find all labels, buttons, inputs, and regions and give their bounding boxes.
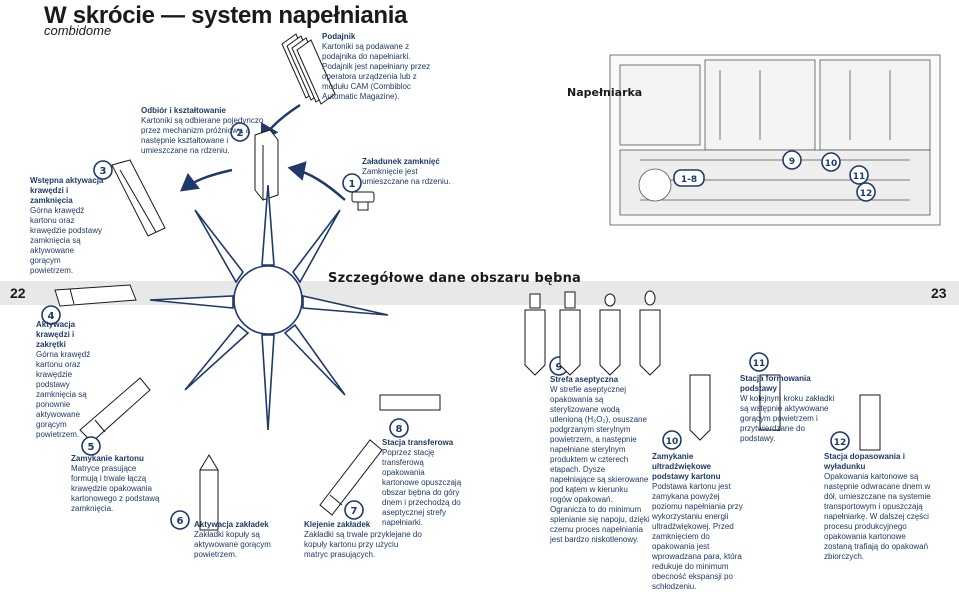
marker-9 (782, 150, 802, 170)
page-number-left: 22 (10, 285, 26, 301)
label-step-12: Stacja dopasowania i wyładunku Opakowani… (824, 452, 934, 562)
num-2: 2 (237, 128, 244, 139)
num-circle-5 (81, 436, 101, 456)
label-step-8-title: Stacja transferowa (382, 438, 454, 447)
arrow-1-to-drum (287, 161, 346, 201)
marker-9-label: 9 (789, 157, 795, 167)
label-step-12-body: Opakowania kartonowe są następnie odwrac… (824, 472, 931, 561)
label-step-4-title: Aktywacja krawędzi i zakrętki (36, 320, 76, 349)
label-step-6-body: Zakładki kopuły są aktywowane gorącym po… (194, 530, 271, 559)
label-step-3-title: Wstępna aktywacja krawędzi i zamknięcia (30, 176, 104, 205)
num-1: 1 (349, 179, 356, 190)
label-step-8-body: Poprzez stację transferową opakowania ka… (382, 448, 462, 527)
num-circle-1 (342, 173, 362, 193)
label-step-9-body: W strefie aseptycznej opakowania są ster… (550, 385, 650, 544)
label-step-9-title: Strefa aseptyczna (550, 375, 619, 384)
label-step-6: Aktywacja zakładek Zakładki kopuły są ak… (194, 520, 274, 560)
label-step-2: Odbiór i kształtowanie Kartoniki są odbi… (141, 106, 271, 156)
label-podajnik-body: Kartoniki są podawane z podajnika do nap… (322, 42, 431, 101)
label-step-10-body: Podstawa kartonu jest zamykana powyżej p… (652, 482, 743, 591)
marker-12 (856, 182, 876, 202)
label-step-1: Załadunek zamknięć Zamknięcie jest umies… (362, 157, 454, 187)
num-10: 10 (666, 437, 679, 447)
label-step-11-title: Stacja formowania podstawy (740, 374, 811, 393)
num-11: 11 (753, 359, 766, 369)
label-step-5: Zamykanie kartonu Matryce prasujące form… (71, 454, 163, 514)
marker-12-label: 12 (860, 189, 873, 199)
carton-step-7 (319, 439, 383, 516)
label-step-2-body: Kartoniki są odbierane pojedynczo przez … (141, 116, 264, 155)
marker-1-8 (673, 169, 705, 187)
num-circle-12 (830, 431, 850, 451)
num-circle-11 (749, 352, 769, 372)
carton-magazine (281, 33, 336, 105)
filling-system-diagram: 2 3 1 4 5 6 7 8 9 10 11 12 1-8 9 (41, 33, 941, 531)
num-circle-8 (389, 418, 409, 438)
cap-step-1 (351, 191, 375, 211)
aseptic-cartons (524, 309, 881, 451)
carton-step-6 (199, 454, 219, 531)
label-step-12-title: Stacja dopasowania i wyładunku (824, 452, 905, 471)
marker-11-label: 11 (853, 172, 866, 182)
num-6: 6 (177, 516, 184, 527)
page-subtitle: combidome (44, 23, 112, 38)
num-circle-6 (170, 510, 190, 530)
page-title: W skrócie — system napełniania (44, 2, 408, 29)
label-step-9: Strefa aseptyczna W strefie aseptycznej … (550, 375, 650, 545)
label-step-7-body: Zakładki są trwale przyklejane do kopuły… (304, 530, 422, 559)
machine-label: Napełniarka (567, 86, 643, 99)
carton-step-4 (54, 284, 137, 307)
num-circle-2 (230, 122, 250, 142)
carton-step-2 (254, 129, 279, 201)
num-7: 7 (351, 506, 358, 517)
num-12: 12 (834, 438, 847, 448)
label-step-10-title: Zamykanie ultradźwiękowe podstawy karton… (652, 452, 721, 481)
num-circle-7 (344, 500, 364, 520)
label-step-7-title: Klejenie zakładek (304, 520, 371, 529)
drum-star (149, 184, 389, 431)
num-8: 8 (396, 424, 403, 435)
label-step-4: Aktywacja krawędzi i zakrętki Górna kraw… (36, 320, 104, 440)
marker-11 (849, 165, 869, 185)
num-circle-4 (41, 305, 61, 325)
label-step-5-title: Zamykanie kartonu (71, 454, 144, 463)
label-step-11: Stacja formowania podstawy W kolejnym kr… (740, 374, 838, 444)
arrow-2-to-3 (180, 168, 233, 192)
carton-step-3 (111, 159, 166, 237)
carton-step-8 (379, 394, 441, 411)
num-9: 9 (556, 362, 563, 373)
marker-1-8-label: 1-8 (681, 175, 697, 185)
num-3: 3 (100, 166, 107, 177)
num-circle-3 (93, 160, 113, 180)
filling-machine (609, 54, 941, 226)
section-title: Szczegółowe dane obszaru bębna (328, 271, 581, 286)
label-step-8: Stacja transferowa Poprzez stację transf… (382, 438, 462, 528)
label-step-1-body: Zamknięcie jest umieszczane na rdzeniu. (362, 167, 451, 186)
num-circle-10 (662, 430, 682, 450)
label-step-10: Zamykanie ultradźwiękowe podstawy karton… (652, 452, 748, 592)
label-podajnik-title: Podajnik (322, 32, 356, 41)
num-5: 5 (88, 442, 95, 453)
label-step-1-title: Załadunek zamknięć (362, 157, 440, 166)
marker-10 (821, 152, 841, 172)
label-step-5-body: Matryce prasujące formują i trwale łączą… (71, 464, 160, 513)
label-step-3-body: Górna krawędź kartonu oraz krawędzie pod… (30, 206, 103, 275)
page-number-right: 23 (931, 285, 947, 301)
label-step-4-body: Górna krawędź kartonu oraz krawędzie pod… (36, 350, 91, 439)
num-4: 4 (48, 311, 55, 322)
label-step-11-body: W kolejnym kroku zakładki są wstępnie ak… (740, 394, 835, 443)
label-step-3: Wstępna aktywacja krawędzi i zamknięcia … (30, 176, 105, 276)
label-step-2-title: Odbiór i kształtowanie (141, 106, 226, 115)
label-step-6-title: Aktywacja zakładek (194, 520, 269, 529)
marker-10-label: 10 (825, 159, 838, 169)
label-podajnik: Podajnik Kartoniki są podawane z podajni… (322, 32, 434, 102)
